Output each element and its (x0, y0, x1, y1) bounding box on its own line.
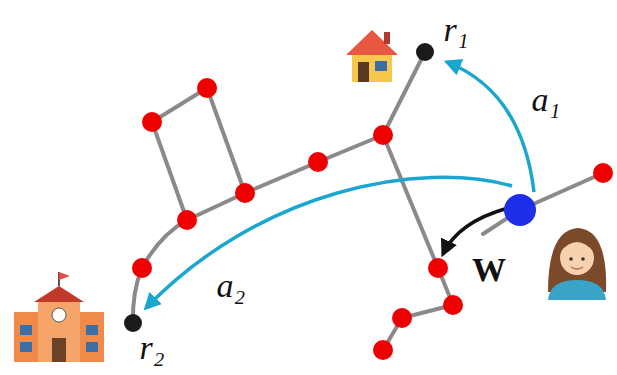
intersection (443, 295, 463, 315)
flag (59, 272, 70, 280)
destination-dot (124, 314, 142, 332)
house-roof (346, 30, 398, 55)
road (318, 135, 383, 162)
destination-dot (416, 43, 434, 61)
intersection (392, 308, 412, 328)
road (245, 162, 318, 193)
intersection (235, 183, 255, 203)
house-wall (352, 52, 392, 82)
school-roof (34, 286, 84, 302)
action-label: a₁ (532, 83, 561, 117)
house-window (375, 61, 387, 71)
school-window (20, 342, 32, 352)
destination-label: r₂ (139, 331, 164, 365)
intersection (197, 78, 217, 98)
school-window (86, 325, 98, 335)
house-icon (346, 30, 398, 82)
girl-icon (548, 228, 606, 300)
school-tower (38, 300, 80, 362)
school-door (52, 338, 66, 362)
girl-fringe (560, 237, 594, 252)
school-clock (52, 308, 66, 322)
intersection (142, 112, 162, 132)
house-door (358, 62, 369, 82)
girl-eye (569, 257, 573, 261)
intersection (177, 210, 197, 230)
intersection-dots (132, 78, 613, 360)
intersection (373, 340, 393, 360)
intersection (373, 125, 393, 145)
agent-dot (504, 194, 536, 226)
road (207, 88, 245, 193)
action-arrow (447, 62, 534, 192)
intersection (132, 258, 152, 278)
intersection (308, 152, 328, 172)
intersection (593, 163, 613, 183)
action-arrow (146, 177, 512, 308)
transition-arrow (443, 208, 508, 254)
action-label: a₂ (217, 269, 246, 303)
school-window (20, 325, 32, 335)
girl-shirt (548, 280, 606, 300)
destination-label: r₁ (443, 13, 468, 47)
intersection (428, 258, 448, 278)
girl-eye (581, 257, 585, 261)
school-window (86, 342, 98, 352)
road-segments (133, 52, 603, 350)
road (152, 122, 187, 220)
house-chimney (384, 32, 390, 44)
girl-mouth (571, 267, 583, 269)
transition-label: W (472, 253, 506, 287)
school-icon (14, 272, 104, 362)
road (383, 135, 438, 268)
